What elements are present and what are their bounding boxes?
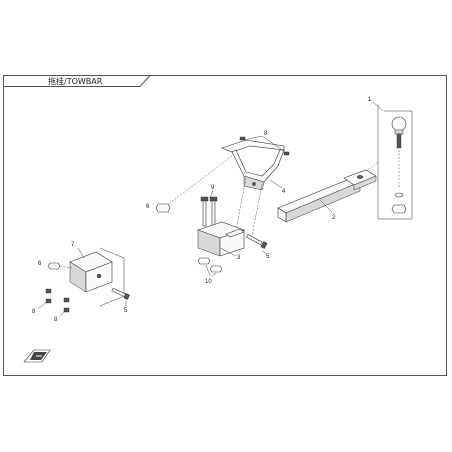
callout-5-left: 5: [124, 308, 128, 314]
rear-pin-head: [123, 293, 130, 300]
callout-5-center: 5: [266, 254, 270, 260]
callout-9: 9: [211, 185, 215, 191]
flange-nut-center: 6: [146, 203, 171, 213]
title-tab: [3, 75, 151, 87]
callout-8-leader-b: [261, 135, 289, 155]
callout-8-mid-leader: [59, 309, 67, 317]
hitch-pin-head: [260, 241, 268, 249]
callout-8-left-leader: [37, 300, 49, 310]
mounting-bracket: 8 4: [165, 131, 290, 237]
callout-8-top: 8: [264, 131, 268, 137]
page-title: 拖挂/TOWBAR: [48, 76, 103, 86]
front-direction-arrow-icon: [23, 349, 51, 363]
callout-1-leader: [372, 101, 384, 112]
receiver-nut-2: [209, 265, 223, 273]
long-bolt-2-head: [209, 196, 218, 202]
callout-2: 2: [332, 215, 336, 221]
bracket-drop-dash-1: [235, 177, 247, 231]
callout-9-leader: [209, 189, 214, 199]
bracket-hole-1: [252, 182, 256, 186]
callout-2-leader: [319, 199, 333, 213]
callout-8-left: 8: [32, 309, 36, 315]
small-bolt-1: [45, 288, 52, 294]
callout-4-leader: [269, 179, 283, 189]
bracket-bolt-b: [283, 151, 290, 156]
ball-plate-hole: [356, 175, 364, 179]
ball-lock-washer: [394, 192, 404, 198]
receiver-assembly: 9 3 5 10: [197, 185, 270, 285]
callout-10-leader-a: [205, 264, 211, 277]
long-bolt-2: [211, 199, 216, 227]
rear-receiver-assembly: 7 6 8 8 5: [32, 242, 130, 323]
flange-nut-left: [47, 262, 61, 270]
long-bolt-1-head: [200, 196, 209, 202]
small-bolt-4: [63, 307, 70, 313]
callout-1: 1: [368, 97, 372, 103]
hitch-pin-bolt: [246, 234, 263, 246]
callout-3-leader: [219, 247, 237, 257]
bracket-drop-dash-2: [251, 183, 263, 237]
kit-bracket: [377, 104, 413, 220]
callout-10-leader-b: [211, 272, 217, 277]
flange-nut-6: [155, 203, 171, 213]
hitch-ball-kit: 1: [359, 97, 413, 220]
rear-pin-bolt: [111, 287, 127, 298]
receiver-nut-1: [197, 257, 211, 265]
long-bolt-1: [202, 199, 207, 227]
callout-10: 10: [205, 279, 212, 285]
hitch-ball-collar: [394, 129, 404, 135]
callout-6-left: 6: [38, 261, 42, 267]
bracket-bolt-a: [239, 136, 246, 141]
hitch-ball: [391, 116, 407, 132]
bracket-body: [231, 149, 285, 183]
receiver-mouth: [225, 228, 245, 238]
callout-8-leader-a: [243, 135, 263, 141]
small-bolt-3: [63, 297, 70, 303]
ball-plate-side: [353, 175, 377, 191]
callout-6-center: 6: [146, 204, 150, 210]
callout-7-leader: [77, 247, 85, 259]
ball-nut: [391, 204, 407, 214]
callout-4: 4: [282, 189, 286, 195]
nut-align-dash: [165, 155, 233, 207]
callout-5-center-leader: [261, 249, 267, 255]
diagram-frame: [3, 75, 447, 376]
rear-receiver-pin-hole: [96, 273, 102, 279]
small-bolt-2: [45, 298, 52, 304]
towbar-drawbar: 2: [277, 169, 377, 223]
hitch-ball-shank: [396, 133, 402, 149]
rear-receiver-bracket-outline: [99, 247, 125, 307]
bracket-top-flange: [221, 139, 285, 153]
drawbar-end: [277, 207, 287, 223]
callout-3: 3: [237, 255, 241, 261]
callout-7: 7: [71, 242, 75, 248]
callout-8-mid: 8: [54, 317, 58, 323]
